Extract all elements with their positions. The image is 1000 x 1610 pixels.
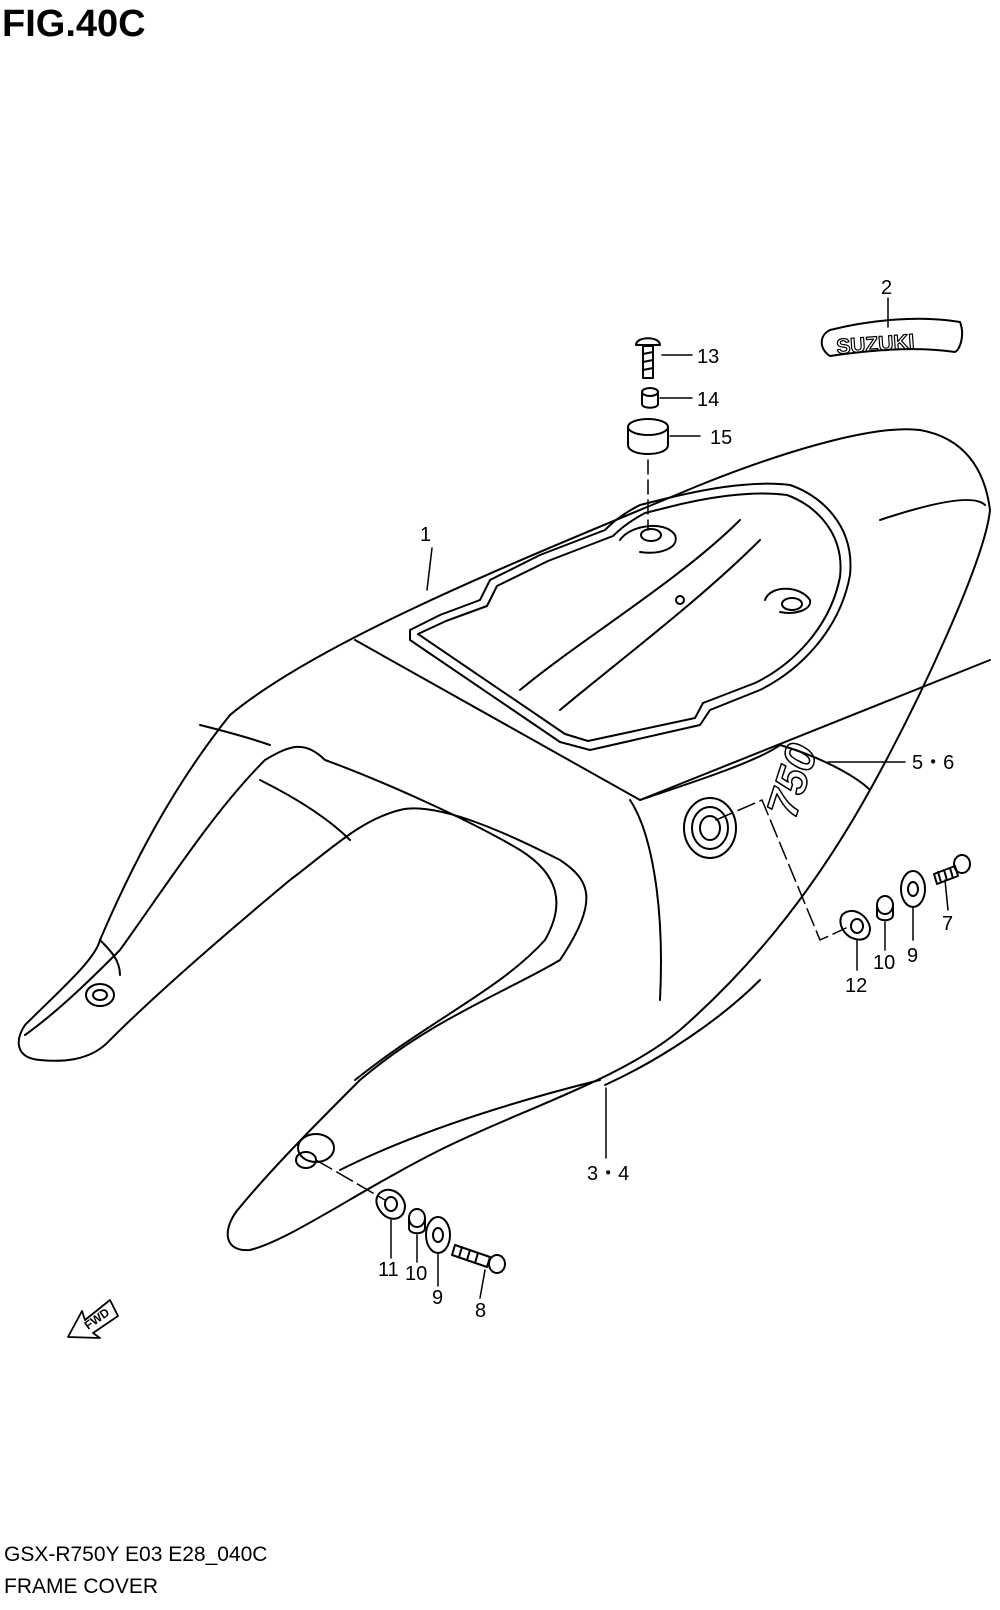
callout-9-left: 9 [432,1287,443,1309]
left-tail-grommet [85,983,115,1007]
callout-9-right: 9 [907,945,918,967]
seat-opening [409,482,852,751]
callout-15: 15 [710,427,732,449]
collar-10-right [876,895,894,922]
cushion-15 [627,418,669,455]
leader-lines [315,297,949,1299]
callout-13: 13 [697,346,719,368]
right-side-grommet [683,797,737,859]
model-code: GSX-R750Y E03 E28_040C [4,1543,268,1566]
figure-title: FIG.40C [2,3,146,45]
callout-3-4: 3・4 [587,1163,629,1185]
section-name: FRAME COVER [4,1575,159,1598]
collar-14 [641,387,659,409]
lower-tail-grommet [295,1133,335,1169]
callout-8: 8 [475,1300,486,1322]
callout-12: 12 [845,975,867,997]
suzuki-emblem: SUZUKI [820,317,964,359]
callout-11: 11 [378,1259,399,1281]
model-badge-750: 750 [757,737,828,824]
callout-10-left: 10 [405,1263,427,1285]
fwd-arrow: FWD [67,1299,119,1339]
callout-1: 1 [420,524,431,546]
callout-5-6: 5・6 [912,752,954,774]
callout-14: 14 [697,389,719,411]
screw-8 [451,1244,506,1274]
collar-10-left [408,1208,426,1235]
callout-numbers: 1 2 3・4 5・6 7 8 9 9 10 10 11 12 13 14 15 [378,277,954,1322]
callout-10-right: 10 [873,952,895,974]
seat-cowl-outline [17,428,991,1252]
fwd-label: FWD [82,1305,113,1332]
bolt-13 [635,337,661,379]
grommet-11 [375,1188,406,1220]
svg-text:750: 750 [758,738,827,823]
screw-7 [933,854,971,885]
washer-9-left [425,1216,451,1254]
callout-2: 2 [881,277,892,299]
washer-9-right [900,870,926,908]
grommet-12 [839,909,871,941]
callout-7: 7 [942,913,953,935]
svg-text:SUZUKI: SUZUKI [836,330,916,358]
